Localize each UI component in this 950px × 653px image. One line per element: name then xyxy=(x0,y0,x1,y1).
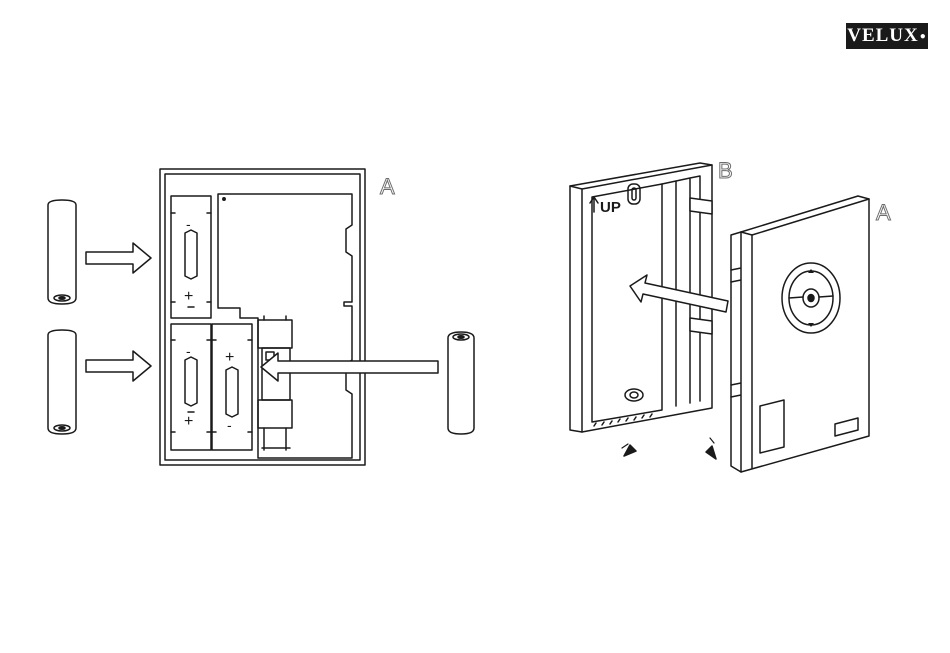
polarity-minus-lower-left: - xyxy=(186,343,191,359)
remote-front-view xyxy=(731,196,869,472)
polarity-plus-lower-left: + xyxy=(184,413,193,430)
battery-right xyxy=(448,332,474,434)
polarity-plus-top: + xyxy=(184,288,193,305)
polarity-minus-top: - xyxy=(186,216,191,232)
polarity-minus-lower-right: - xyxy=(227,417,232,433)
battery-top-left xyxy=(48,200,76,304)
polarity-plus-lower-right: + xyxy=(225,349,234,366)
bracket-up-text: UP xyxy=(600,199,621,216)
arrow-right-bottom xyxy=(86,351,151,381)
battery-bottom-left xyxy=(48,330,76,434)
snap-mark-left xyxy=(624,445,636,456)
arrow-right-top xyxy=(86,243,151,273)
snap-mark-right xyxy=(706,446,716,459)
